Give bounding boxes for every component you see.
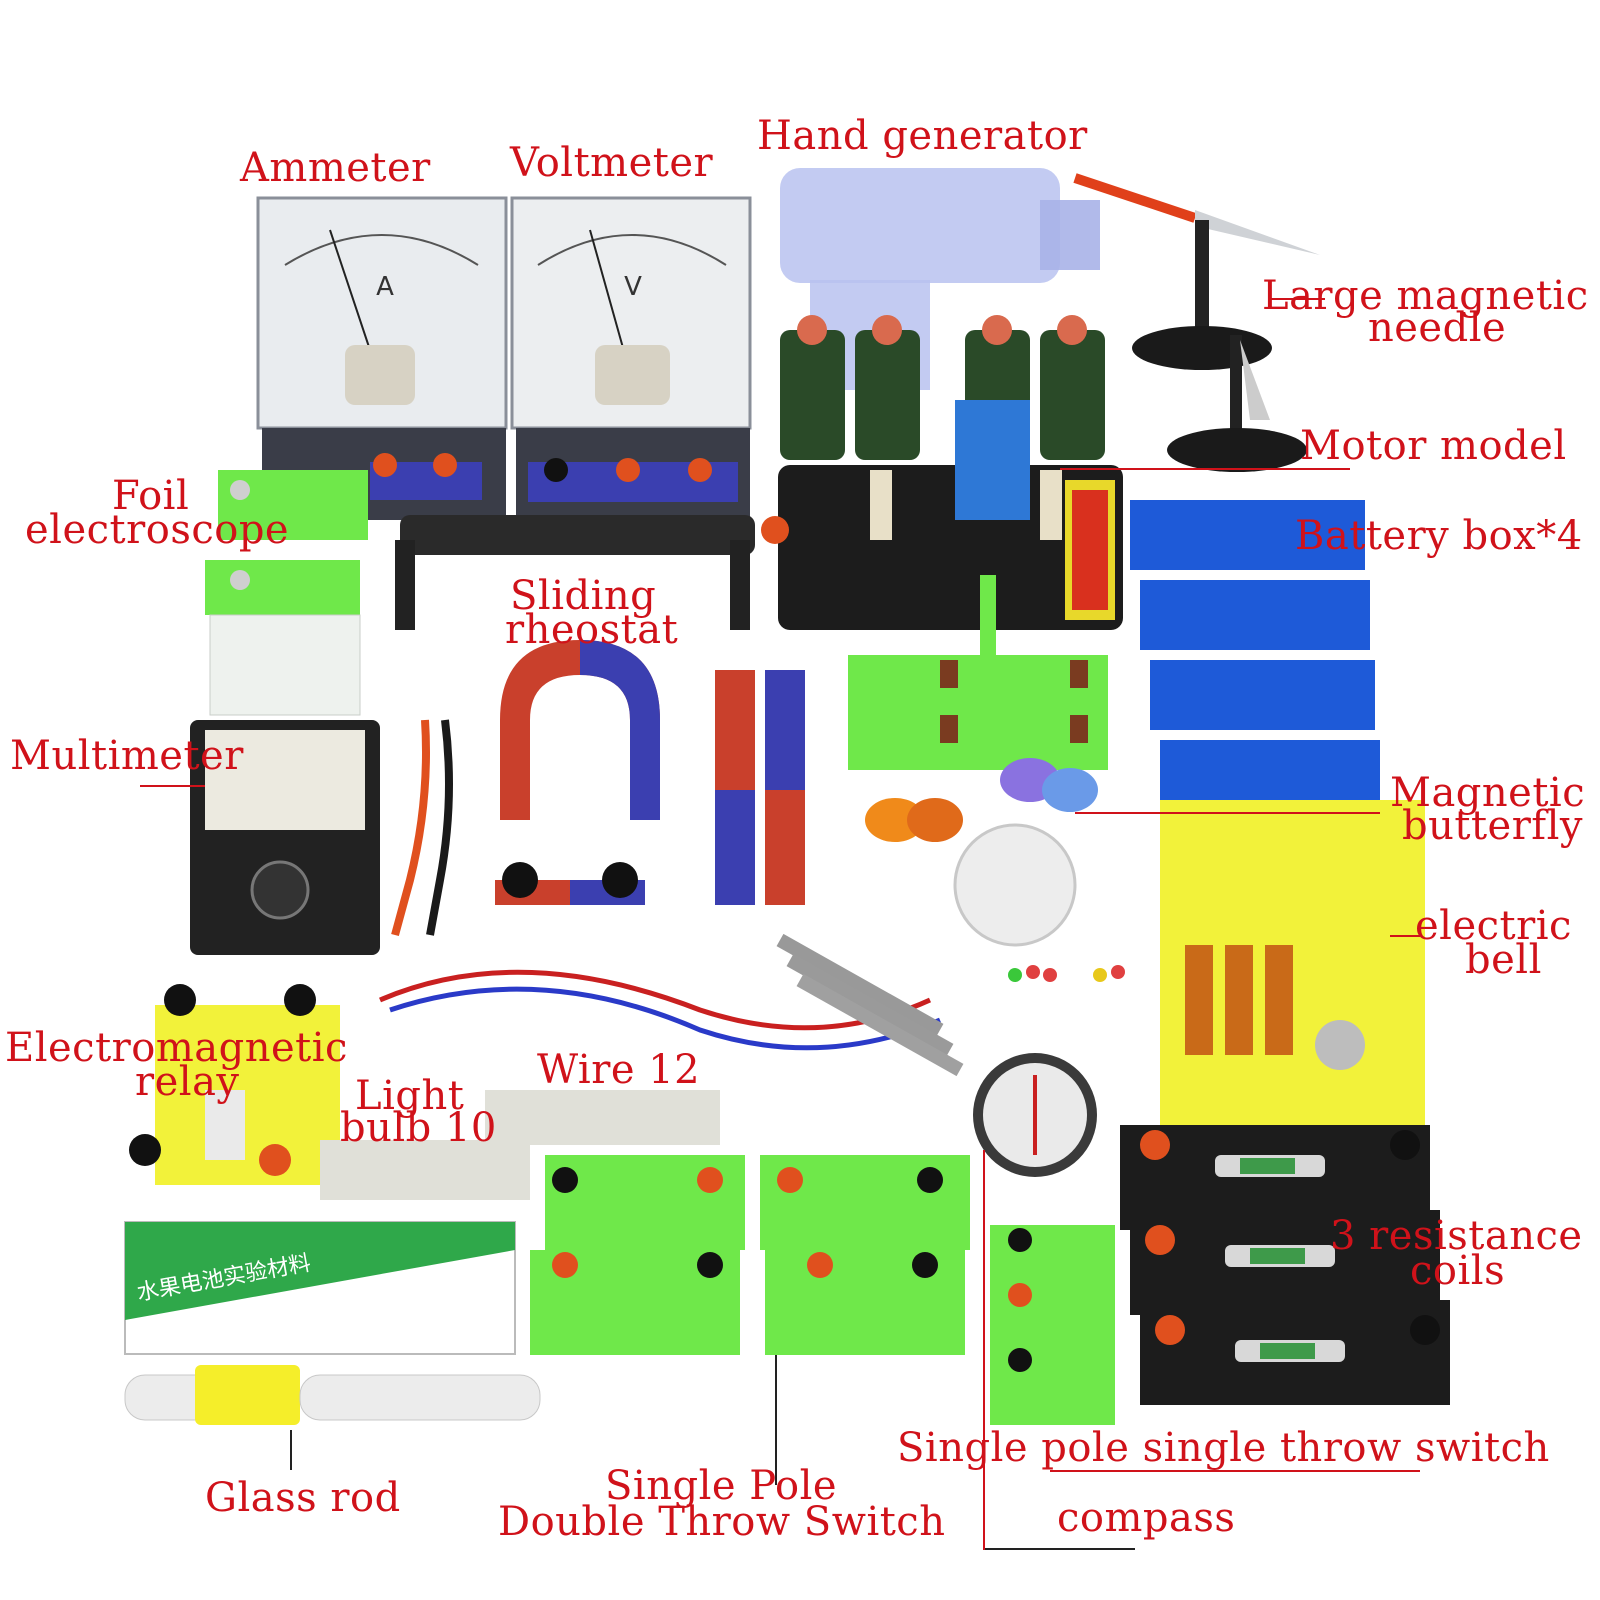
- leader-glass-rod: [290, 1430, 292, 1470]
- leader-motor: [1060, 468, 1350, 470]
- voltmeter: V: [510, 196, 752, 520]
- multimeter: [190, 720, 380, 955]
- label-voltmeter: Voltmeter: [510, 140, 714, 186]
- label-spst: Single pole single throw switch: [897, 1425, 1550, 1471]
- horseshoe-magnet: [500, 640, 660, 820]
- spdt-switches: [530, 1155, 970, 1355]
- label-spdt-1: Single Pole: [605, 1463, 838, 1509]
- fruit-battery-package: 水果电池实验材料: [124, 1221, 516, 1355]
- butterfly-stand: [848, 575, 1108, 770]
- leader-bell: [1390, 935, 1420, 937]
- label-bulb-2: bulb 10: [340, 1105, 497, 1151]
- label-sliding-2: rheostat: [505, 607, 679, 653]
- leader-spdt: [775, 1355, 777, 1485]
- label-resist-2: coils: [1410, 1248, 1506, 1294]
- leader-compass-h: [985, 1548, 1135, 1550]
- label-battery-box: Battery box*4: [1295, 513, 1583, 559]
- label-butterfly-1: Magnetic: [1390, 770, 1586, 816]
- electric-bell: [1160, 800, 1425, 1125]
- label-resist-1: 3 resistance: [1330, 1213, 1583, 1259]
- label-spdt-2: Double Throw Switch: [498, 1499, 946, 1545]
- label-compass: compass: [1057, 1495, 1236, 1541]
- voltmeter-letter: V: [624, 272, 642, 302]
- leader-spst: [1050, 1470, 1420, 1472]
- leader-multimeter: [140, 785, 205, 787]
- leader-butterfly: [1075, 812, 1380, 814]
- ammeter-letter: A: [376, 272, 394, 302]
- electromagnetic-relay: [129, 984, 340, 1185]
- iron-filings-dish: [953, 823, 1077, 947]
- batteries: [780, 315, 1105, 460]
- label-multimeter: Multimeter: [10, 733, 244, 779]
- spst-switch: [990, 1225, 1115, 1425]
- leader-large-needle: [1270, 298, 1325, 300]
- battery-boxes: [1130, 500, 1380, 800]
- light-bulbs: [320, 1090, 720, 1200]
- label-relay-2: relay: [135, 1059, 240, 1105]
- label-large-needle-1: Large magnetic: [1262, 273, 1589, 319]
- sliding-rheostat: [395, 515, 789, 630]
- magnet-car: [495, 862, 645, 905]
- leader-compass-v: [983, 1150, 985, 1550]
- label-motor-model: Motor model: [1300, 423, 1567, 469]
- label-relay-1: Electromagnetic: [5, 1025, 348, 1071]
- label-foil-1: Foil: [112, 473, 190, 519]
- leds: [1008, 965, 1125, 982]
- glass-rod: [124, 1365, 541, 1425]
- wires: [379, 933, 964, 1077]
- resistance-coils: [1120, 1125, 1450, 1405]
- bar-magnets: [715, 670, 805, 905]
- motor-model: [778, 400, 1123, 630]
- label-butterfly-2: butterfly: [1402, 803, 1584, 849]
- label-large-needle-2: needle: [1368, 305, 1507, 351]
- compass: [973, 1053, 1097, 1177]
- magnetic-butterflies: [865, 758, 1098, 842]
- label-ammeter: Ammeter: [240, 145, 431, 191]
- label-bulb-1: Light: [355, 1073, 465, 1119]
- large-magnetic-needle: [1073, 173, 1320, 472]
- label-bell-2: bell: [1465, 937, 1542, 983]
- label-bell-1: electric: [1415, 903, 1572, 949]
- label-wire: Wire 12: [537, 1047, 701, 1093]
- label-glass-rod: Glass rod: [205, 1475, 401, 1521]
- label-hand-generator: Hand generator: [757, 113, 1088, 159]
- test-leads: [391, 719, 453, 937]
- foil-electroscope: [205, 470, 368, 716]
- label-sliding-1: Sliding: [510, 573, 657, 619]
- label-foil-2: electroscope: [25, 507, 290, 553]
